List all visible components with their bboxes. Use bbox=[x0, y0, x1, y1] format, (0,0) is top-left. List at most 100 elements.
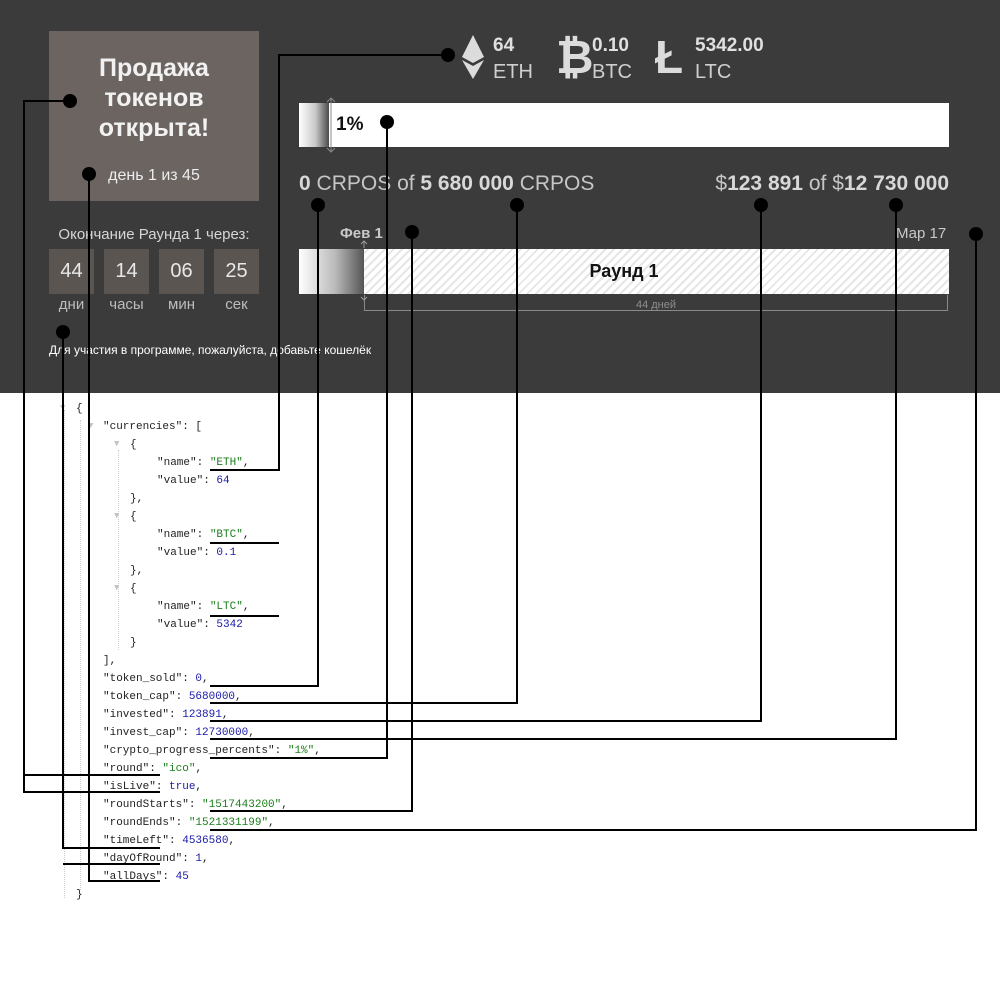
collapse-toggle-icon[interactable]: ▼ bbox=[88, 421, 94, 431]
json-object-close: }, bbox=[130, 493, 144, 505]
json-line: "name": "ETH", bbox=[157, 457, 250, 469]
json-number: 64 bbox=[216, 475, 230, 487]
round-elapsed-fill bbox=[299, 249, 364, 294]
collapse-toggle-icon[interactable]: ▼ bbox=[114, 439, 120, 449]
json-field: "invested": 123891, bbox=[103, 709, 229, 721]
token-cap-value: 5 680 000 bbox=[420, 172, 514, 195]
invest-cap-value: 12 730 000 bbox=[843, 172, 949, 195]
json-string: "ETH" bbox=[209, 457, 243, 469]
sale-status-line: Продажа bbox=[99, 54, 209, 82]
indent-guide bbox=[118, 450, 119, 650]
json-object-open: { bbox=[130, 511, 137, 523]
add-wallet-note: Для участия в программе, пожалуйста, доб… bbox=[49, 343, 372, 357]
sale-status-line: открыта! bbox=[98, 114, 210, 142]
round-timeline-bar: Раунд 1 bbox=[299, 249, 949, 294]
annotation-dot bbox=[754, 198, 768, 212]
sale-status-box: Продажа токенов открыта! день 1 из 45 bbox=[49, 31, 259, 201]
countdown-label: Окончание Раунда 1 через: bbox=[58, 226, 250, 243]
annotation-dot bbox=[56, 325, 70, 339]
round-marker-icon bbox=[360, 240, 368, 301]
json-number: 5342 bbox=[216, 619, 243, 631]
crypto-progress-fill bbox=[299, 103, 329, 147]
json-open-brace: { bbox=[76, 403, 83, 415]
litecoin-icon: Ł bbox=[655, 31, 684, 83]
crypto-progress-bar: 1% bbox=[299, 103, 949, 147]
json-object-close: } bbox=[130, 637, 137, 649]
countdown-seconds-label: сек bbox=[225, 296, 248, 313]
ethereum-icon bbox=[462, 35, 484, 79]
currency-value: 64 bbox=[493, 35, 515, 56]
json-viewer: ▼ { ▼ "currencies": [ ▼ { "name": "ETH",… bbox=[0, 0, 321, 901]
countdown-days: 44 bbox=[49, 249, 94, 294]
currency-name: LTC bbox=[695, 61, 732, 83]
round-days-bracket bbox=[364, 295, 948, 311]
json-line: "name": "BTC", bbox=[157, 529, 250, 541]
json-line: "value": 64 bbox=[157, 475, 230, 487]
sale-status-title: Продажа токенов открыта! bbox=[49, 53, 259, 143]
json-line: "value": 5342 bbox=[157, 619, 243, 631]
json-key: "currencies" bbox=[103, 421, 183, 433]
indent-guide bbox=[80, 420, 81, 890]
tokens-sold-line: 0 CRPOS of 5 680 000 CRPOS bbox=[299, 172, 594, 196]
json-field: "isLive": true, bbox=[103, 781, 203, 793]
currency-value: 5342.00 bbox=[695, 35, 764, 56]
sale-day-counter: день 1 из 45 bbox=[108, 167, 200, 184]
json-close-brace: } bbox=[76, 889, 83, 901]
collapse-toggle-icon[interactable]: ▼ bbox=[114, 511, 120, 521]
indent-guide bbox=[64, 410, 65, 898]
round-days-label: 44 дней bbox=[635, 299, 677, 311]
json-field: "token_cap": 5680000, bbox=[103, 691, 242, 703]
json-field: "round": "ico", bbox=[103, 763, 203, 775]
annotation-dot bbox=[510, 198, 524, 212]
tokens-of: of bbox=[397, 172, 415, 195]
json-object-open: { bbox=[130, 439, 137, 451]
tokens-sold-value: 0 bbox=[299, 172, 311, 195]
countdown-days-label: дни bbox=[58, 296, 85, 313]
annotation-dot bbox=[889, 198, 903, 212]
invest-currency: $ bbox=[832, 172, 844, 195]
annotation-dot bbox=[380, 115, 394, 129]
progress-marker-icon bbox=[326, 97, 336, 153]
countdown-hours-label: часы bbox=[109, 296, 144, 313]
countdown-seconds: 25 bbox=[214, 249, 259, 294]
json-string: "BTC" bbox=[209, 529, 243, 541]
sale-status-line: токенов bbox=[104, 84, 204, 112]
annotation-dot bbox=[311, 198, 325, 212]
invest-of: of bbox=[808, 172, 827, 195]
countdown-minutes: 06 bbox=[159, 249, 204, 294]
annotation-dot bbox=[969, 227, 983, 241]
tokens-unit: CRPOS bbox=[316, 172, 392, 195]
json-field: "crypto_progress_percents": "1%", bbox=[103, 745, 321, 757]
annotation-dot bbox=[441, 48, 455, 62]
currency-name: ETH bbox=[493, 61, 533, 83]
tokens-unit: CRPOS bbox=[519, 172, 595, 195]
json-field: "roundStarts": "1517443200", bbox=[103, 799, 288, 811]
bitcoin-icon: ₿ bbox=[556, 31, 594, 83]
json-currencies-line: "currencies": [ bbox=[103, 421, 203, 433]
collapse-toggle-icon[interactable]: ▼ bbox=[114, 583, 120, 593]
annotation-dot bbox=[82, 167, 96, 181]
currency-value: 0.10 bbox=[592, 35, 629, 56]
json-field: "timeLeft": 4536580, bbox=[103, 835, 236, 847]
json-object-close: }, bbox=[130, 565, 144, 577]
json-line: "value": 0.1 bbox=[157, 547, 237, 559]
round-name: Раунд 1 bbox=[589, 261, 659, 281]
annotation-dot bbox=[405, 225, 419, 239]
invested-value: 123 891 bbox=[727, 172, 803, 195]
invested-line: $123 891 of $12 730 000 bbox=[715, 172, 949, 196]
json-number: 0.1 bbox=[216, 547, 237, 559]
countdown-minutes-label: мин bbox=[168, 296, 195, 313]
json-array-close: ], bbox=[103, 655, 117, 667]
json-string: "LTC" bbox=[209, 601, 243, 613]
round-end-date: Мар 17 bbox=[896, 225, 947, 242]
invest-currency: $ bbox=[715, 172, 728, 195]
ico-widget-panel: Продажа токенов открыта! день 1 из 45 Ок… bbox=[0, 0, 1000, 393]
json-field: "invest_cap": 12730000, bbox=[103, 727, 255, 739]
currency-name: BTC bbox=[592, 61, 632, 83]
json-object-open: { bbox=[130, 583, 137, 595]
crypto-progress-percent: 1% bbox=[336, 114, 364, 135]
round-start-date: Фев 1 bbox=[340, 225, 383, 242]
json-field: "roundEnds": "1521331199", bbox=[103, 817, 275, 829]
annotation-dot bbox=[63, 94, 77, 108]
